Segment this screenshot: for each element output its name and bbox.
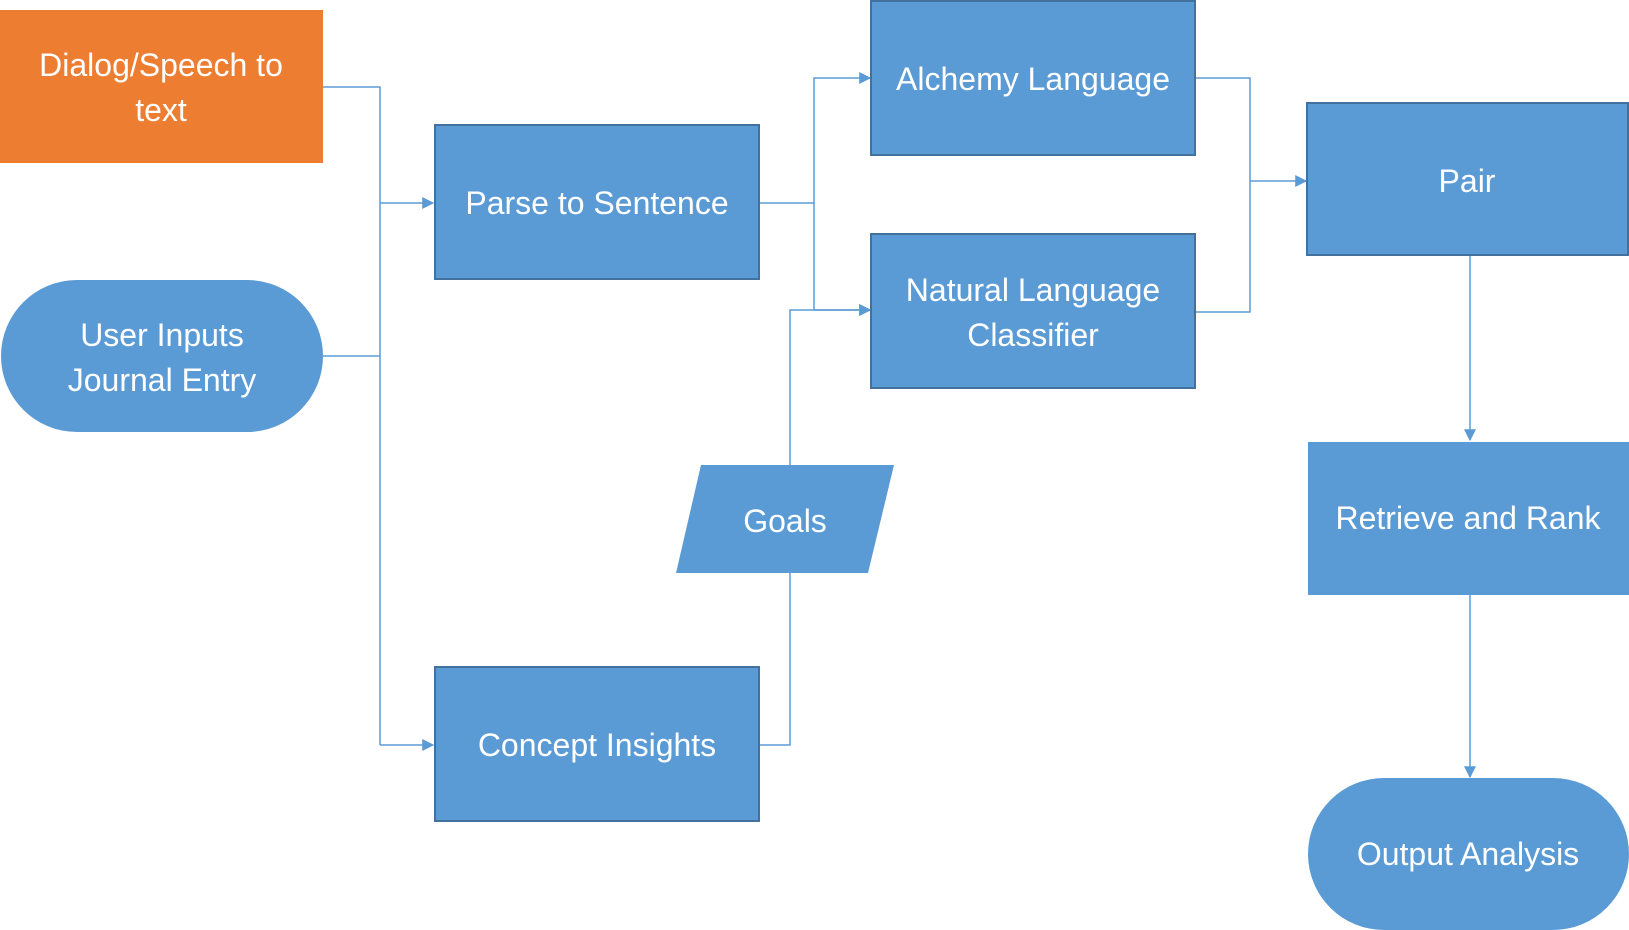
node-alchemy-language: Alchemy Language: [870, 0, 1196, 156]
connector-parse-to-split: [760, 202, 815, 310]
node-nl-classifier-label-line1: Natural Language: [906, 272, 1160, 308]
node-user-inputs-label-line1: User Inputs: [80, 317, 244, 353]
node-concept-insights-label: Concept Insights: [478, 727, 716, 763]
node-pair: Pair: [1306, 102, 1629, 256]
connector-alchemy-to-join: [1196, 77, 1251, 313]
node-nl-classifier-label-line2: Classifier: [967, 317, 1099, 353]
connector-concept-to-goals: [760, 573, 791, 746]
node-dialog-speech-label-line2: text: [135, 92, 187, 128]
node-retrieve-rank: Retrieve and Rank: [1308, 442, 1629, 595]
node-retrieve-rank-label: Retrieve and Rank: [1335, 500, 1601, 536]
node-parse-sentence: Parse to Sentence: [434, 124, 760, 280]
node-output-analysis-label: Output Analysis: [1357, 836, 1579, 872]
node-user-inputs: User Inputs Journal Entry: [1, 280, 323, 432]
node-parse-sentence-label: Parse to Sentence: [465, 185, 728, 221]
node-nl-classifier: Natural Language Classifier: [870, 233, 1196, 389]
connector-split-to-alchemy: [813, 72, 872, 203]
node-goals-label: Goals: [743, 503, 827, 539]
connectors: [323, 72, 1476, 779]
node-alchemy-language-label: Alchemy Language: [896, 61, 1170, 97]
node-output-analysis: Output Analysis: [1308, 778, 1629, 930]
connector-goals-to-classifier: [789, 304, 872, 465]
node-concept-insights: Concept Insights: [434, 666, 760, 822]
node-goals: Goals: [676, 465, 894, 573]
connector-dialog-to-trunk: [323, 86, 381, 745]
node-dialog-speech-label-line1: Dialog/Speech to: [39, 47, 283, 83]
node-user-inputs-label-line2: Journal Entry: [68, 362, 257, 398]
node-pair-label: Pair: [1439, 163, 1496, 199]
node-dialog-speech: Dialog/Speech to text: [0, 10, 323, 163]
